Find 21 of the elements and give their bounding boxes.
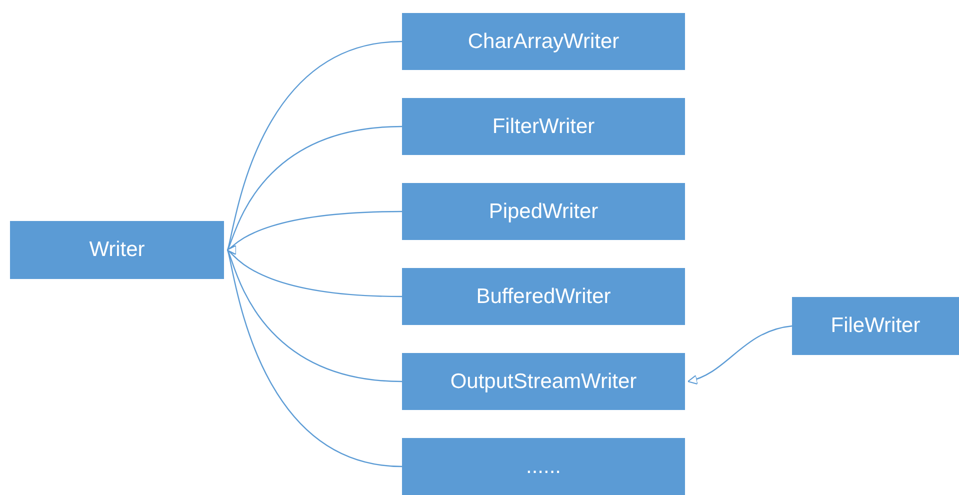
inheritance-arrow	[226, 126, 402, 251]
class-name: BufferedWriter	[476, 284, 611, 310]
class-box	[402, 438, 685, 495]
class-name: PipedWriter	[488, 198, 598, 225]
class-box	[792, 297, 959, 355]
class-box	[402, 268, 685, 325]
class-name: FileWriter	[830, 313, 920, 340]
inheritance-arrow	[226, 249, 402, 298]
class-box	[10, 221, 224, 279]
inheritance-arrow	[687, 325, 792, 384]
class-name: CharArrayWriter	[468, 28, 620, 55]
class-box	[402, 183, 685, 240]
class-name: OutputStreamWriter	[450, 368, 637, 395]
class-name: Writer	[89, 237, 145, 264]
class-box	[402, 353, 685, 410]
inheritance-arrow	[226, 40, 402, 251]
inheritance-arrow	[226, 249, 402, 382]
class-name: FilterWriter	[492, 114, 595, 140]
class-box	[402, 98, 685, 155]
class-box	[402, 13, 685, 70]
class-name: ......	[526, 454, 561, 480]
